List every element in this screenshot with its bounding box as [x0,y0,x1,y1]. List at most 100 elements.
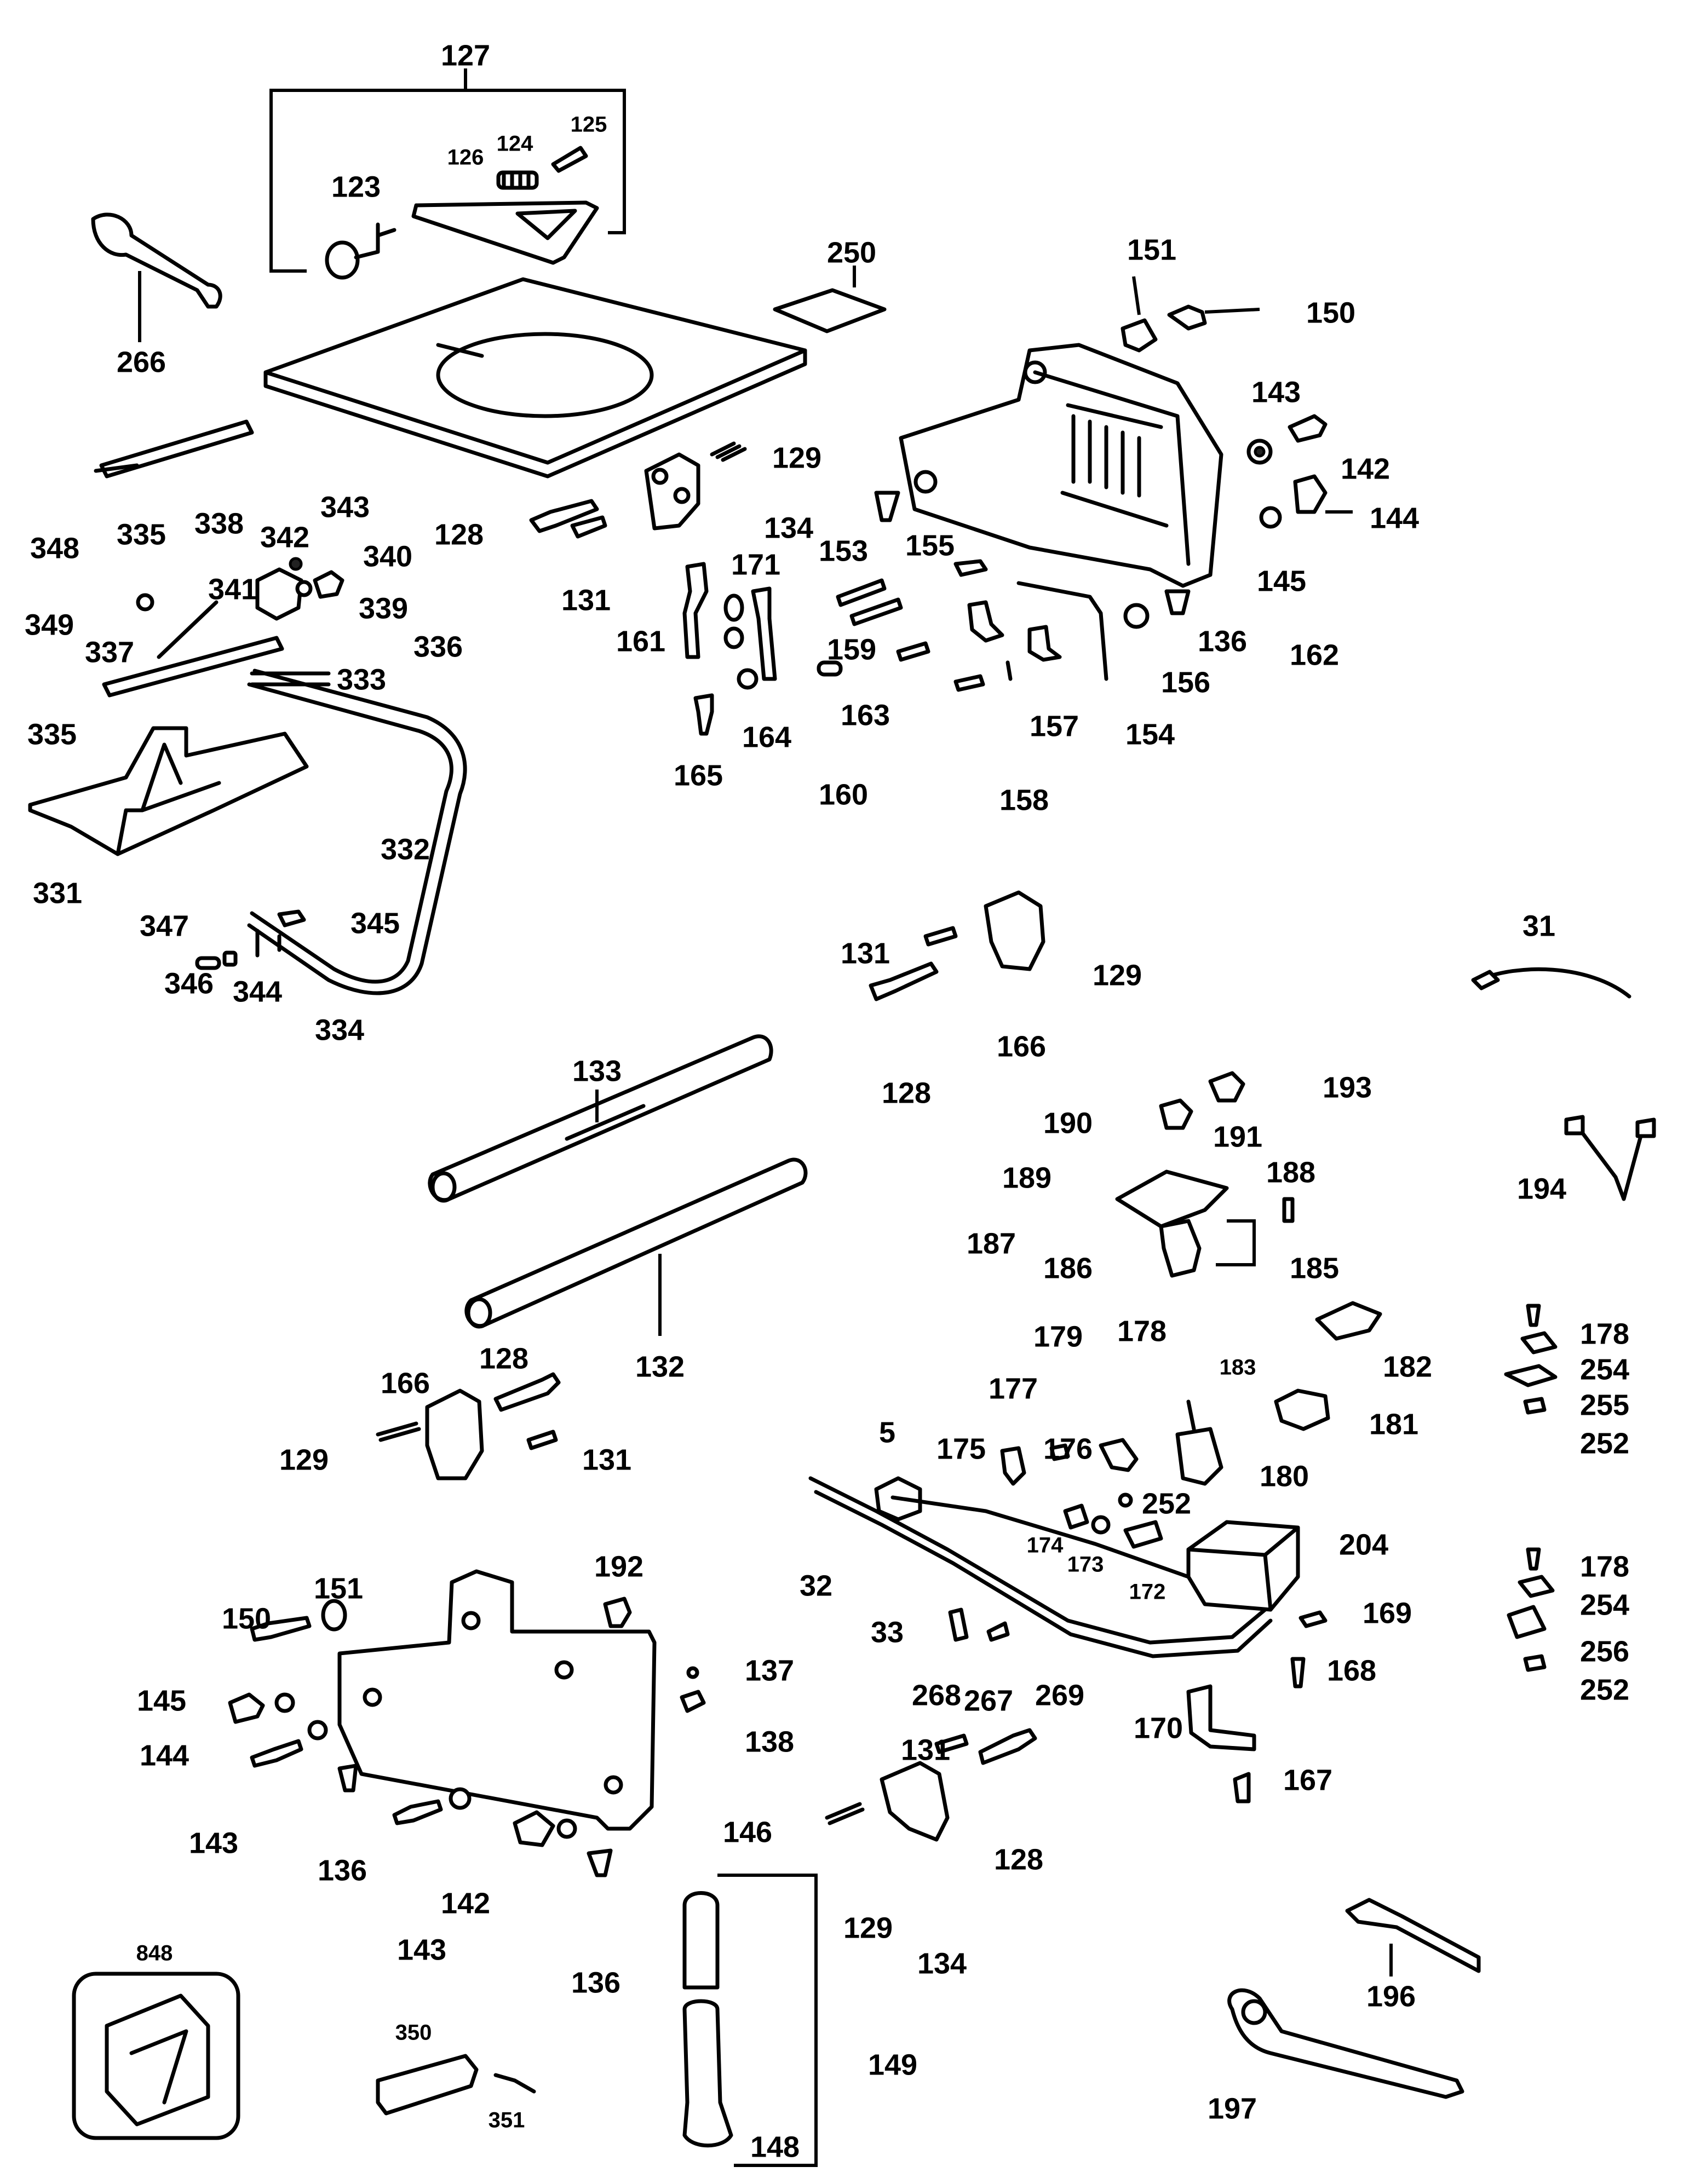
part-label-186: 186 [1043,1252,1093,1284]
part-158-pin [1005,660,1013,681]
part-label-165: 165 [674,759,723,792]
part-label-31: 31 [1522,909,1555,942]
part-label-160: 160 [819,778,868,811]
part-label-123: 123 [331,170,381,203]
part-153-studs [836,578,903,626]
part-129-spring [710,441,747,462]
part-label-180: 180 [1260,1460,1309,1493]
part-134-bracket [644,452,700,531]
part-label-333: 333 [337,663,386,696]
part-143-screw [1288,414,1328,443]
fence-rails [94,419,284,698]
part-label-191: 191 [1213,1120,1262,1153]
part-label-156: 156 [1161,666,1210,699]
part-label-254: 254 [1580,1353,1629,1386]
part-182-181-switches [1274,1301,1382,1431]
part-label-142: 142 [441,1887,490,1920]
part-label-348: 348 [30,532,79,564]
part-label-128: 128 [479,1342,528,1375]
part-label-344: 344 [233,975,282,1008]
part-136-lower [337,1764,613,1877]
part-label-331: 331 [33,877,82,909]
part-131-screw [570,515,607,539]
part-label-193: 193 [1323,1071,1372,1104]
part-label-134: 134 [917,1947,967,1980]
part-label-151: 151 [314,1572,363,1605]
part-848-kit [72,1972,240,2140]
part-128-131-bolts-lower [934,1728,1037,1765]
part-label-267: 267 [964,1684,1013,1717]
part-126-insert-plate [411,200,599,265]
part-label-5: 5 [879,1416,895,1449]
part-label-174: 174 [1027,1534,1064,1558]
part-label-351: 351 [489,2108,525,2133]
part-label-188: 188 [1266,1156,1315,1189]
insert-assembly-bracket [269,68,626,273]
part-label-153: 153 [819,534,868,567]
part-196-wrench [1345,1898,1481,1976]
part-197-wrench [1227,1988,1464,2099]
part-149-tubes [682,1874,818,2167]
part-label-128: 128 [882,1076,931,1109]
part-156-nut [1123,603,1150,629]
part-label-345: 345 [351,907,400,940]
part-label-185: 185 [1290,1252,1339,1284]
part-label-129: 129 [772,441,821,474]
part-label-197: 197 [1208,2092,1257,2125]
part-label-150: 150 [1306,296,1355,329]
cords-32-33-269 [808,1476,1273,1658]
part-label-158: 158 [999,783,1049,816]
part-128-bolt-lower [493,1372,561,1412]
part-150-screw [1167,304,1260,331]
part-label-346: 346 [164,967,214,1000]
part-332-guard-arm [247,669,467,995]
part-204-box [1186,1520,1300,1612]
part-250-label [773,266,887,333]
part-label-143: 143 [397,1933,446,1966]
part-170-bracket [1186,1684,1256,1751]
part-165-screw [693,693,714,736]
part-131-128-right [869,926,958,1001]
part-label-32: 32 [800,1569,832,1602]
part-344-pin [255,929,281,958]
part-label-150: 150 [222,1602,271,1635]
part-351-wire [493,2073,536,2094]
part-label-192: 192 [594,1550,643,1583]
part-label-171: 171 [731,548,780,581]
part-label-167: 167 [1283,1764,1332,1796]
part-163-pin [817,660,843,677]
part-label-269: 269 [1035,1679,1084,1712]
part-label-252: 252 [1142,1487,1191,1520]
part-label-179: 179 [1033,1320,1083,1353]
part-label-334: 334 [315,1013,364,1046]
part-label-177: 177 [989,1372,1038,1405]
part-label-136: 136 [318,1854,367,1887]
part-151-nut [1121,276,1158,353]
part-340-knob [313,570,344,599]
part-162-housing [899,343,1223,588]
part-192-knob [603,1597,632,1628]
part-342-washer [289,557,313,597]
part-label-128: 128 [434,518,484,551]
part-349-pin [136,593,154,612]
part-label-164: 164 [742,721,791,753]
part-label-131: 131 [841,937,890,970]
part-label-33: 33 [871,1616,904,1649]
part-label-341: 341 [208,573,257,606]
part-133-tube [428,1034,773,1203]
part-label-129: 129 [1093,959,1142,992]
part-142-lower [449,1787,577,1847]
part-label-178: 178 [1580,1550,1629,1583]
part-label-848: 848 [136,1941,173,1966]
part-label-149: 149 [868,2048,917,2081]
part-label-144: 144 [140,1739,189,1772]
part-194-harness [1564,1115,1656,1201]
part-label-183: 183 [1220,1356,1256,1380]
part-143-lower [250,1739,443,1825]
part-label-252: 252 [1580,1427,1629,1460]
part-label-124: 124 [497,132,533,156]
part-label-182: 182 [1383,1350,1432,1383]
part-label-340: 340 [363,540,412,573]
